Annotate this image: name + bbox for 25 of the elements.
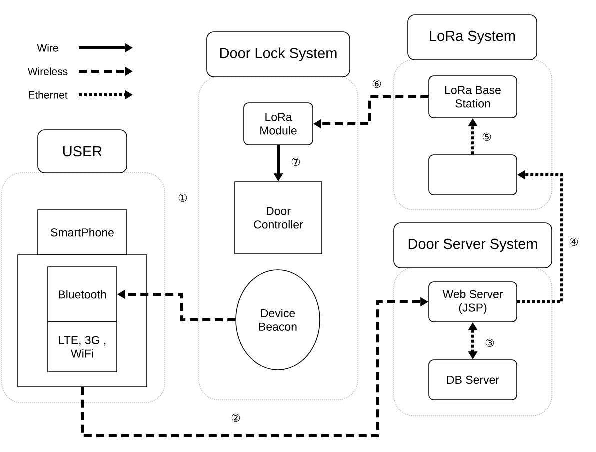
component-box: LoRa Module xyxy=(244,102,314,146)
group-panel xyxy=(2,172,166,404)
title-box: Door Lock System xyxy=(206,32,350,78)
legend-label: Ethernet xyxy=(29,91,68,99)
step-number: ① xyxy=(178,194,188,202)
title-box: LoRa System xyxy=(408,14,538,60)
step-number: ② xyxy=(230,412,242,424)
step-number: ④ xyxy=(568,236,580,248)
step-number: ③ xyxy=(484,338,496,348)
phone-body xyxy=(18,254,148,388)
component-box: Door Controller xyxy=(234,182,322,254)
interface-box: LTE, 3G , WiFi xyxy=(48,322,118,372)
legend-label: Wire xyxy=(37,44,58,52)
step-number: ⑦ xyxy=(290,156,302,168)
component-box xyxy=(428,154,518,196)
title-box: Door Server System xyxy=(394,222,552,268)
step-number: ⑥ xyxy=(371,78,383,90)
interface-box: Bluetooth xyxy=(48,266,118,322)
component-box: Web Server (JSP) xyxy=(428,282,518,322)
legend-label: Wireless xyxy=(28,68,68,76)
phone-label-box: SmartPhone xyxy=(38,210,128,256)
step-number: ⑤ xyxy=(481,132,493,142)
component-box: DB Server xyxy=(428,360,518,400)
component-box: LoRa Base Station xyxy=(428,76,518,118)
title-box: USER xyxy=(38,130,128,174)
